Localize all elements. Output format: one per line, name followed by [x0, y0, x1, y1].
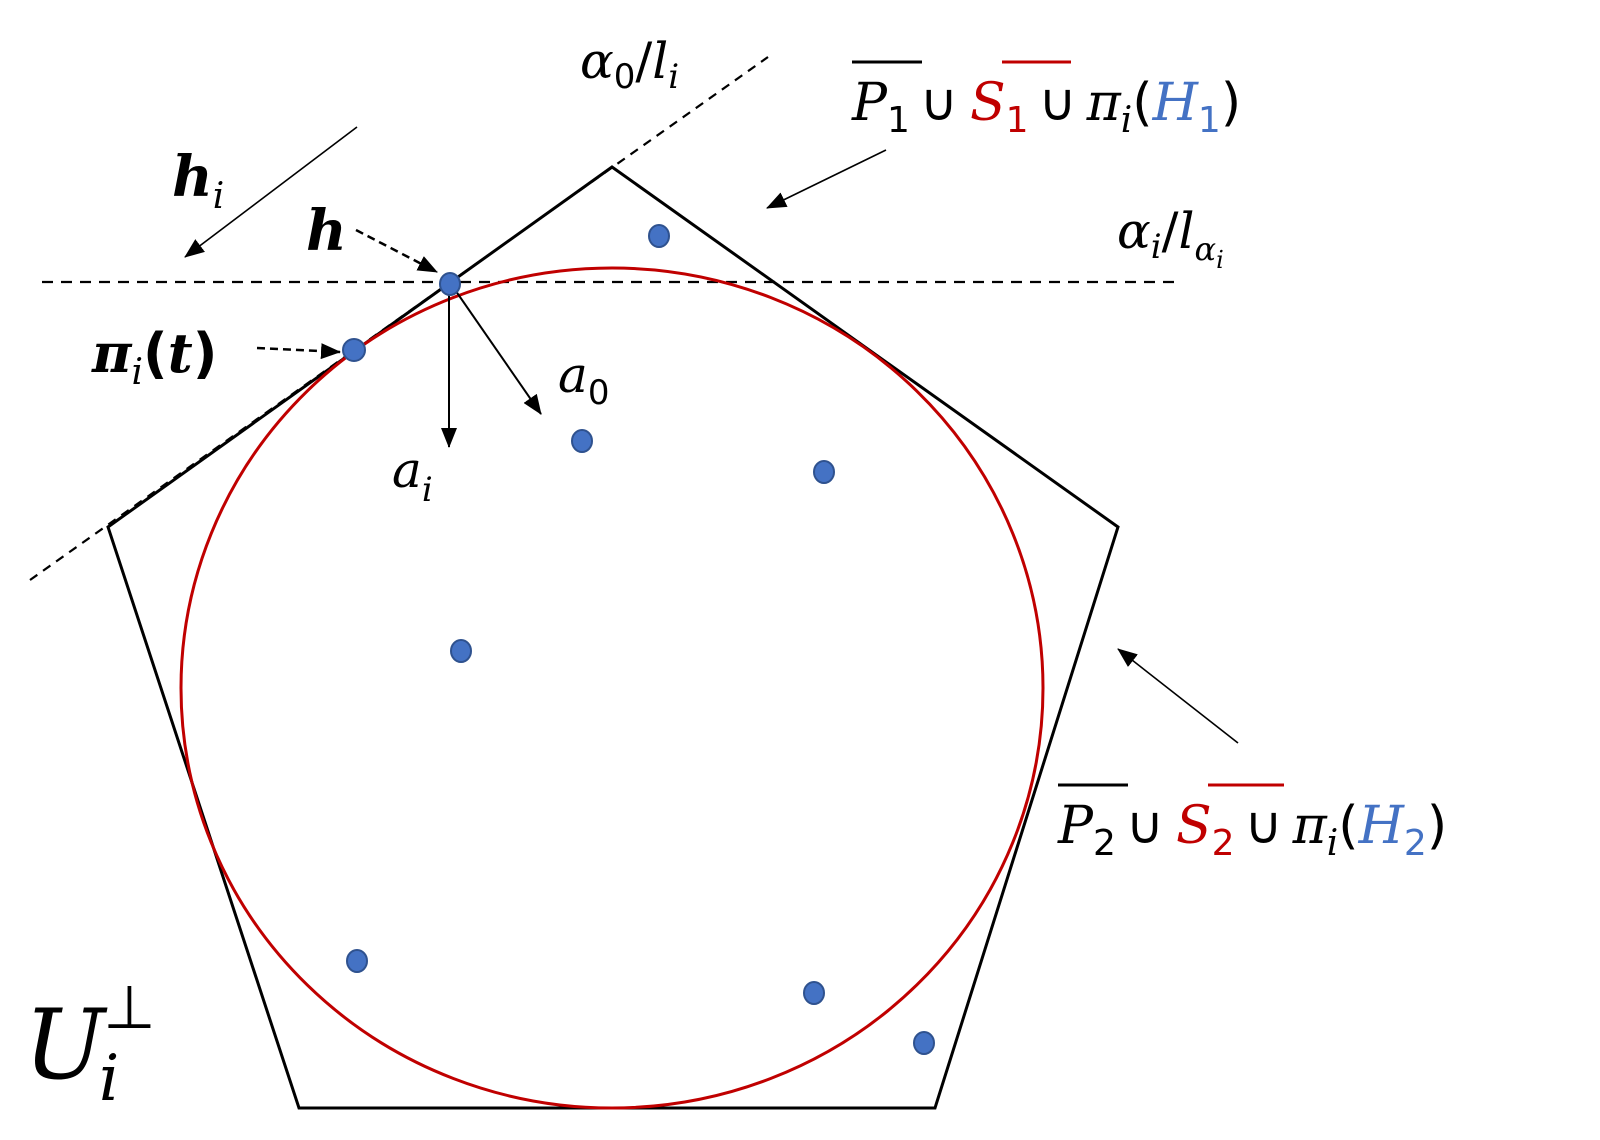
svg-text:P2∪S2∪πi(H2): P2∪S2∪πi(H2): [1057, 796, 1447, 864]
pentagon-polytope: [106, 165, 1120, 1110]
pointer-arrow-set1: [766, 149, 887, 209]
point: [648, 224, 670, 248]
svg-text:P1∪S1∪πi(H1): P1∪S1∪πi(H1): [851, 73, 1241, 141]
direction-arrow-hi: [184, 126, 358, 258]
label-pi-t: πi(t): [91, 321, 217, 393]
point: [346, 949, 368, 973]
label-U-perp: Ui⊥: [24, 973, 156, 1116]
point: [803, 981, 825, 1005]
vector-a0: [450, 283, 542, 415]
point: [913, 1031, 935, 1055]
label-alpha0-li: α0/li: [580, 32, 679, 97]
pointer-arrow-set2: [1117, 648, 1239, 744]
label-a0: a0: [558, 346, 609, 413]
red-circle: [179, 266, 1045, 1110]
label-alphai-lalphai: αi/lαi: [1117, 202, 1224, 274]
label-h-i: hi: [172, 144, 224, 217]
label-ai: ai: [392, 441, 433, 510]
pointer-arrow-pi-t: [256, 343, 341, 360]
point: [450, 639, 472, 663]
point: [439, 272, 461, 296]
point: [813, 460, 835, 484]
point-set: [342, 224, 935, 1055]
point: [571, 429, 593, 453]
label-set1: P1∪S1∪πi(H1): [851, 60, 1241, 141]
label-set2: P2∪S2∪πi(H2): [1057, 783, 1447, 864]
pointer-arrow-h: [355, 228, 438, 274]
point: [342, 338, 366, 362]
label-h: h: [306, 198, 347, 264]
